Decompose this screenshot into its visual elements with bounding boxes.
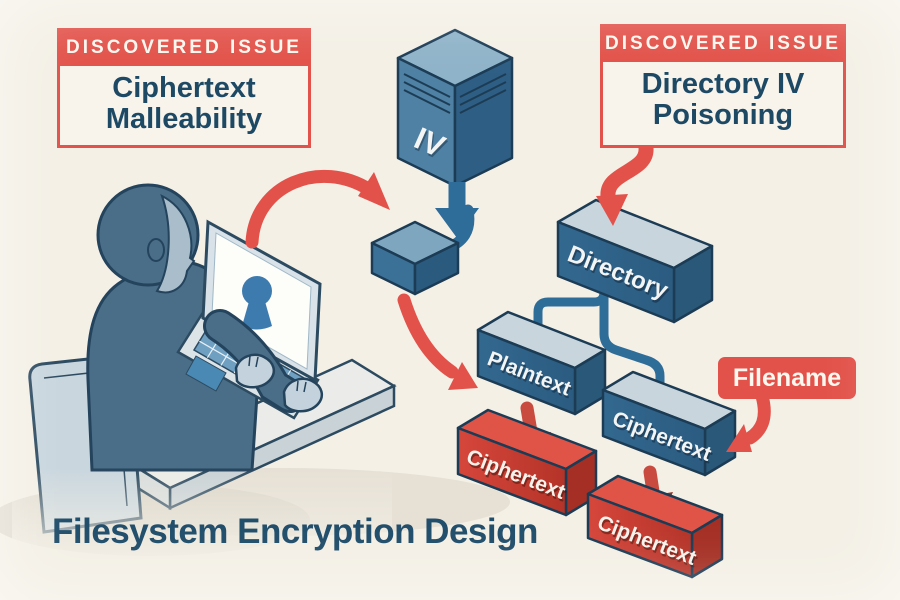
arrow-laptop-to-block — [245, 169, 390, 249]
trackpad — [185, 355, 227, 392]
scene-fade — [12, 468, 392, 568]
left-hand — [234, 353, 276, 389]
plaintext-node — [476, 310, 607, 416]
finger-lines — [248, 355, 307, 393]
name-ciphertext-node — [601, 370, 737, 477]
directory-node — [556, 198, 714, 324]
face-profile — [155, 194, 196, 294]
filename-tag: Filename — [718, 357, 856, 399]
connector-directory-ciphertext — [599, 292, 665, 402]
ear — [147, 238, 165, 262]
file-ciphertext-node — [456, 408, 598, 517]
page-title: Filesystem Encryption Design — [52, 512, 538, 551]
person-at-laptop-scene — [0, 183, 510, 568]
callout-left-body: Ciphertext Malleability — [105, 72, 263, 136]
callout-right-body: Directory IV Poisoning — [641, 68, 805, 132]
arm-and-hands — [203, 309, 324, 413]
iv-block-node — [370, 220, 460, 296]
right-hand — [282, 377, 324, 413]
tree-connectors — [533, 270, 665, 402]
keyhole-icon — [242, 276, 272, 330]
callout-directory-iv-poisoning: DISCOVERED ISSUE Directory IV Poisoning — [600, 24, 846, 148]
callout-right-header: DISCOVERED ISSUE — [603, 27, 843, 62]
iv-server-node — [396, 28, 514, 188]
callout-ciphertext-malleability: DISCOVERED ISSUE Ciphertext Malleability — [57, 28, 311, 148]
arrow-callout-to-directory — [596, 140, 654, 226]
arrow-block-to-ciphertext — [397, 293, 478, 390]
name-ciphertext-output-node — [586, 474, 724, 579]
callout-left-header: DISCOVERED ISSUE — [60, 31, 308, 66]
arrow-filename-to-ciphertext — [726, 389, 771, 452]
iv-vents — [403, 73, 507, 114]
